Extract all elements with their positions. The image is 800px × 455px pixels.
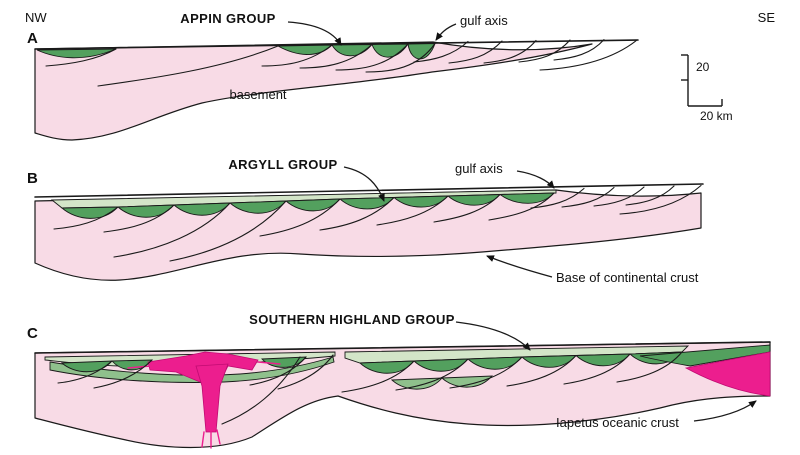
fault-line: [53, 206, 119, 230]
compass-nw-label: NW: [25, 10, 47, 25]
panel-a-letter: A: [27, 30, 38, 47]
fault-line: [341, 360, 415, 393]
oceanic-crust-arrow: [693, 400, 757, 422]
panel-a: A APPIN GROUP gulf axis basement: [27, 11, 639, 141]
fault-line: [449, 356, 523, 389]
fault-line: [433, 193, 501, 223]
fault-line: [395, 358, 469, 391]
fault-line: [539, 39, 638, 71]
argyll-group-arrow: [343, 166, 385, 202]
fault-line: [261, 44, 333, 67]
fault-line: [616, 351, 683, 383]
fault-line: [530, 187, 585, 209]
fault-line: [57, 360, 113, 384]
panel-c-letter: C: [27, 325, 38, 342]
fault-line: [625, 185, 675, 206]
appin-group-arrow: [287, 21, 342, 46]
scale-horizontal-label: 20 km: [700, 109, 733, 123]
fault-line: [259, 198, 341, 237]
oceanic-crust-wedge: [684, 351, 771, 397]
fault-line: [448, 40, 503, 64]
panel-a-title: APPIN GROUP: [180, 11, 275, 26]
fault-line: [488, 192, 555, 221]
fault-line: [518, 39, 571, 63]
fault-line: [277, 354, 334, 390]
dike-line: [201, 431, 205, 448]
panel-c-title: SOUTHERN HIGHLAND GROUP: [249, 312, 455, 327]
medium-green-band: [49, 356, 335, 383]
fault-line: [335, 43, 409, 71]
base-crust-arrow: [486, 255, 553, 278]
fault-line: [563, 353, 631, 385]
fault-line: [45, 48, 117, 67]
fault-line: [365, 42, 436, 73]
scale-vertical-label: 20: [696, 60, 710, 74]
fault-line: [376, 195, 449, 226]
basement-label: basement: [229, 87, 286, 102]
fault-line: [93, 359, 153, 389]
panel-b-letter: B: [27, 170, 38, 187]
fault-line: [249, 356, 307, 386]
gulf-axis-arrow-b: [516, 170, 555, 189]
green-wedge-deep: [440, 375, 494, 388]
sill-vein: [127, 365, 151, 369]
fault-line: [113, 202, 231, 258]
panel-b-title: ARGYLL GROUP: [228, 157, 337, 172]
base-crust-label: Base of continental crust: [556, 270, 699, 285]
gulf-axis-label-b: gulf axis: [455, 161, 503, 176]
fault-line: [97, 45, 279, 87]
fault-line: [103, 204, 175, 233]
dike-line: [216, 429, 221, 445]
fault-line: [593, 186, 645, 207]
fault-line: [553, 39, 605, 61]
fault-line: [483, 39, 537, 64]
fault-line: [319, 196, 395, 231]
panel-b: B ARGYLL GROUP gulf a: [27, 157, 704, 285]
surface-line: [34, 183, 704, 198]
panel-c: C SOUTHERN HIGHLAND GROUP: [27, 312, 771, 449]
compass-se-label: SE: [758, 10, 776, 25]
oceanic-crust-label: Iapetus oceanic crust: [556, 415, 679, 430]
igneous-feeder: [195, 363, 229, 433]
fault-line: [561, 186, 615, 208]
fault-line: [169, 200, 287, 262]
southern-highland-arrow: [455, 321, 531, 351]
surface-line: [34, 341, 771, 354]
fault-line: [619, 184, 702, 215]
fault-line: [299, 43, 373, 69]
gulf-axis-arrow-a: [435, 23, 457, 41]
fault-line: [506, 354, 577, 387]
fault-line: [413, 40, 469, 63]
gulf-axis-label-a: gulf axis: [460, 13, 508, 28]
scale-bar: 20 20 km: [681, 54, 733, 123]
sill-vein: [257, 361, 281, 365]
fault-line: [221, 356, 301, 425]
